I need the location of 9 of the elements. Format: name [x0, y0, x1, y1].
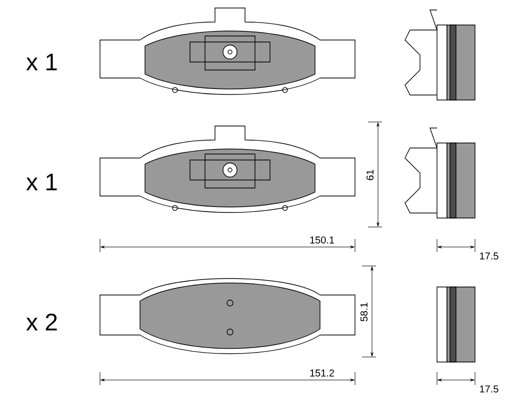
quantity-label: x 1 — [26, 174, 57, 190]
dimension-label: 151.2 — [310, 369, 334, 377]
quantity-label: x 2 — [26, 314, 57, 330]
dimension-label: 61 — [366, 170, 374, 180]
dimension-label: 58.1 — [360, 302, 368, 322]
dimension-label: 150.1 — [310, 236, 334, 244]
quantity-label: x 1 — [26, 54, 57, 70]
dimension-label: 17.5 — [480, 252, 498, 260]
dimension-label: 17.5 — [480, 386, 498, 392]
